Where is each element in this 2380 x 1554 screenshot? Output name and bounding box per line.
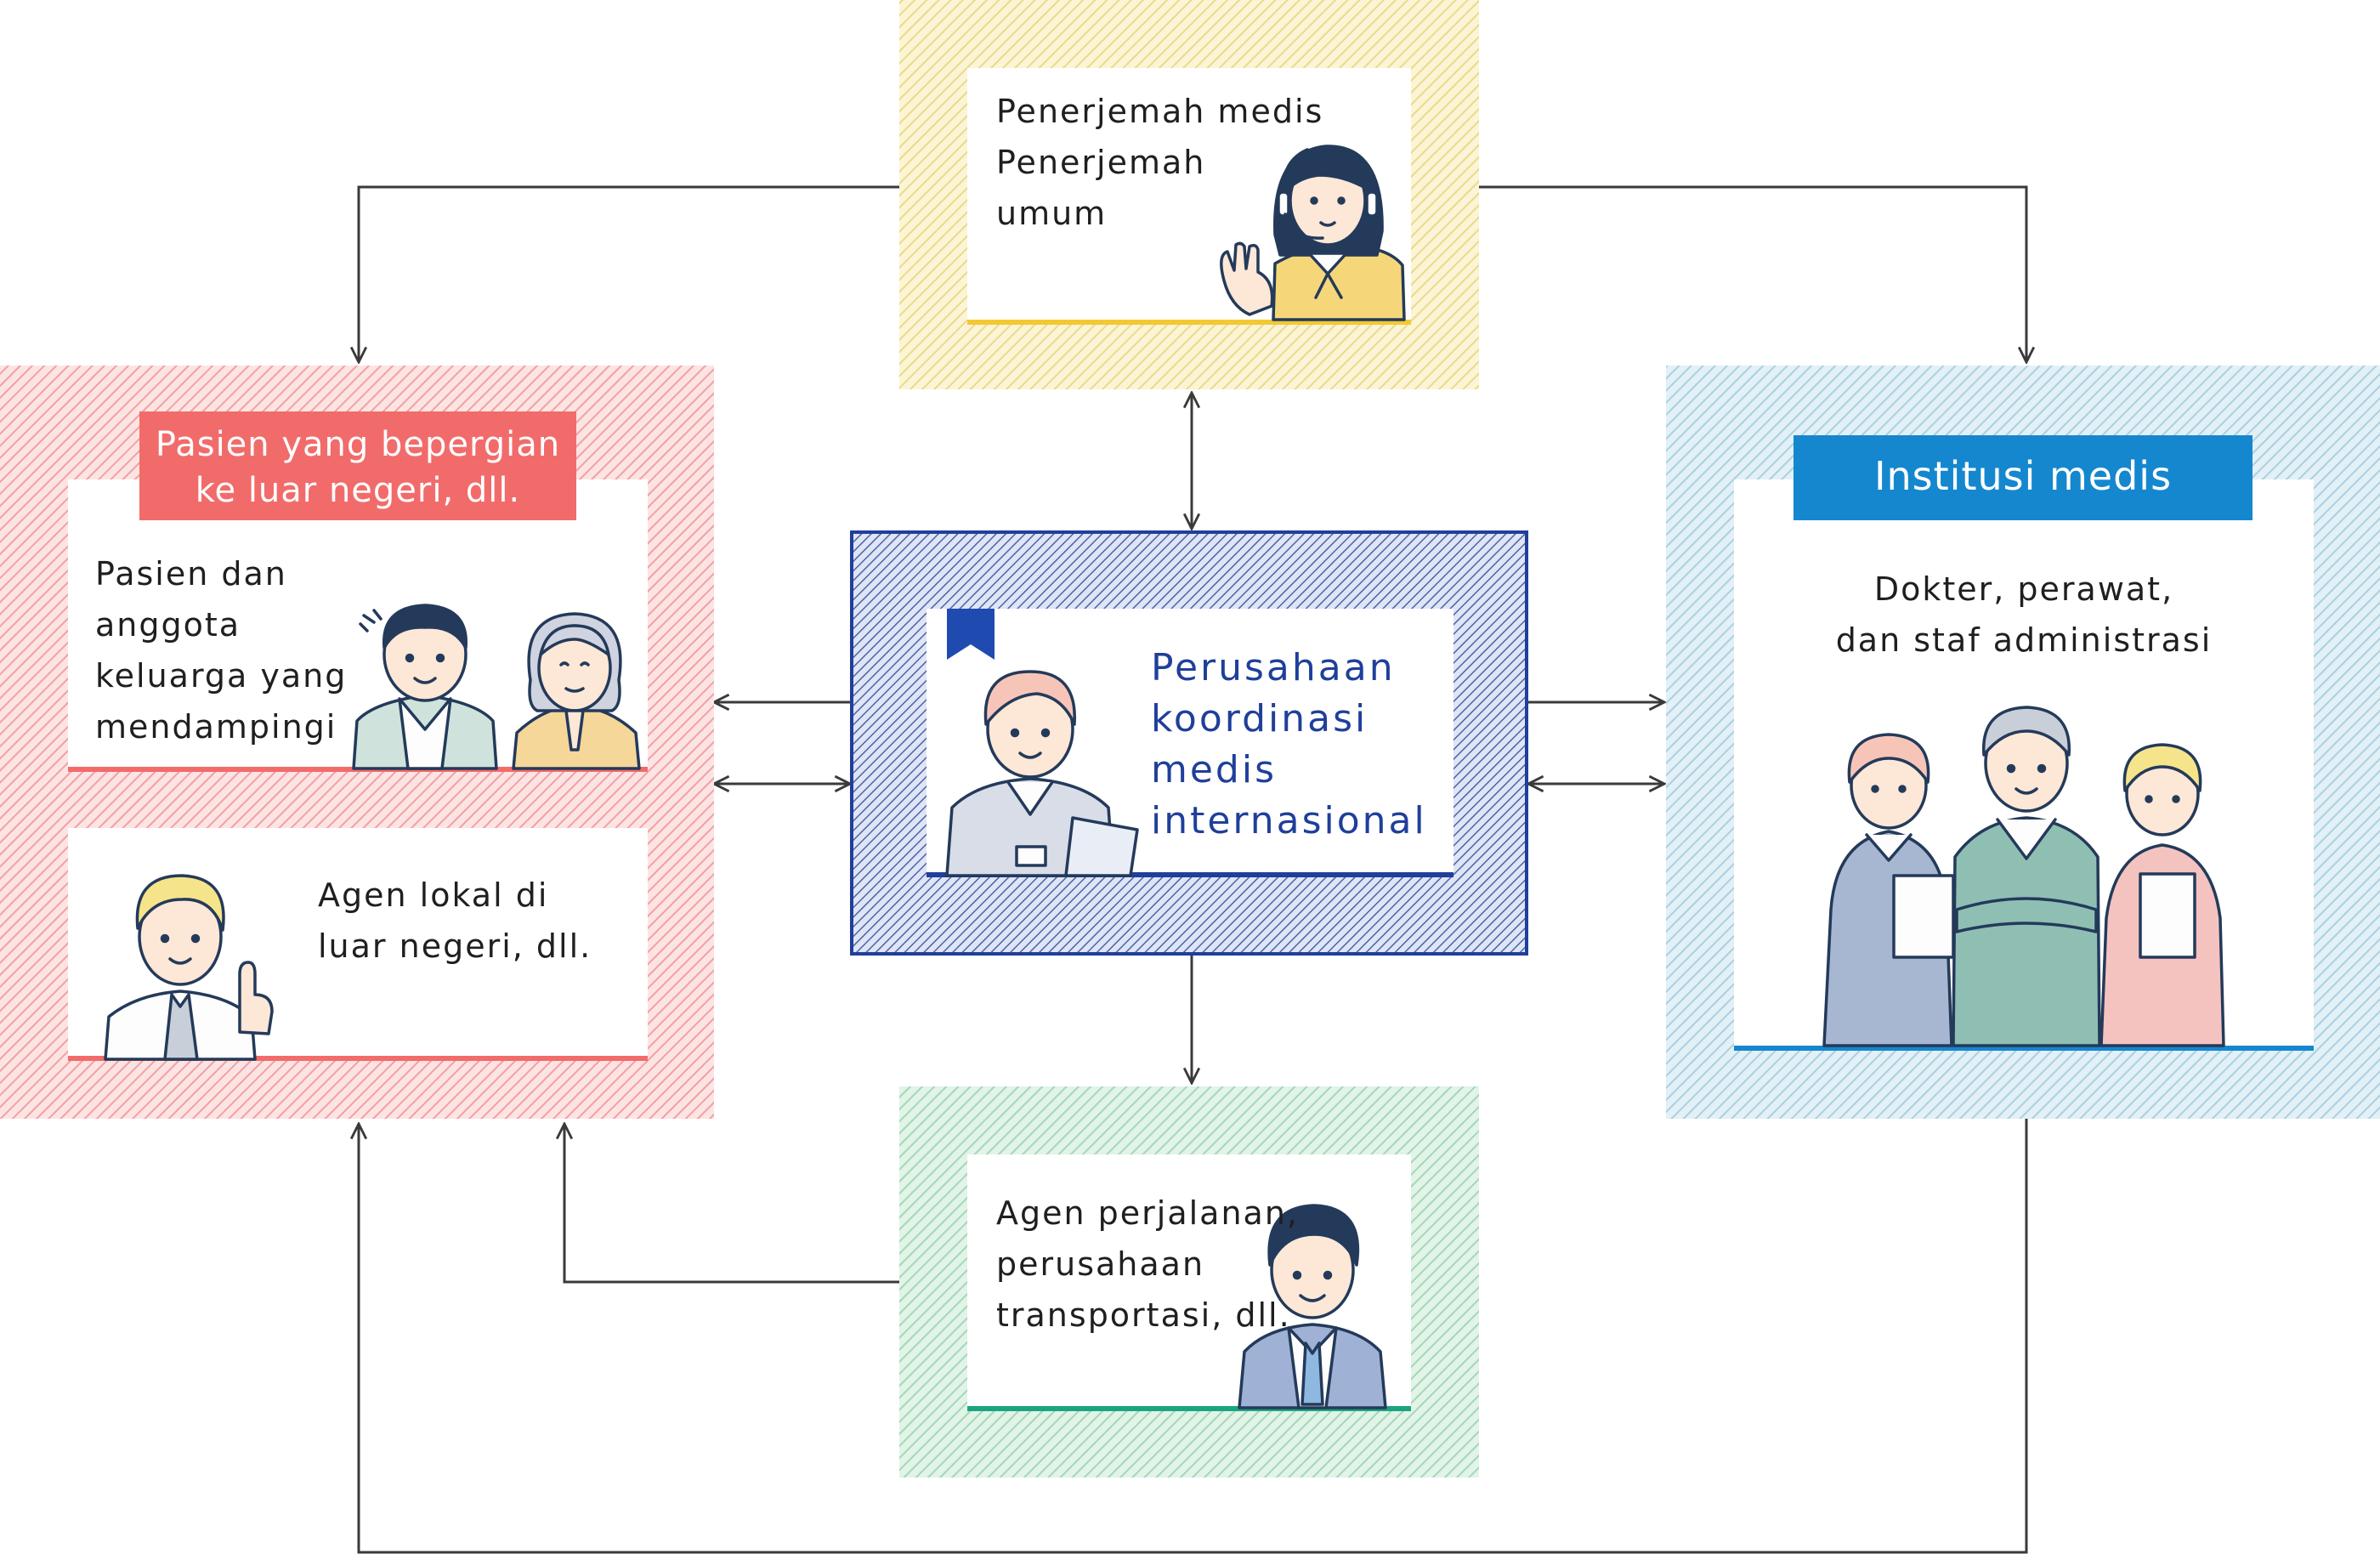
- travel-line-3: transportasi, dll.: [996, 1296, 1291, 1334]
- patient-header-line-2: ke luar negeri, dll.: [196, 471, 520, 510]
- patient-header-tag: [139, 411, 576, 520]
- arrow-travel-to-patients: [564, 1124, 899, 1284]
- institution-text-line-1: Dokter, perawat,: [1874, 570, 2173, 608]
- patient-header-line-1: Pasien yang bepergian: [156, 425, 560, 464]
- bookmark-icon: [947, 609, 994, 660]
- patient-group: Pasien yang bepergian ke luar negeri, dl…: [0, 366, 714, 1119]
- institution-card-underline: [1734, 1046, 2314, 1051]
- coordinator-card-underline: [926, 872, 1454, 877]
- translator-card-underline: [967, 320, 1411, 325]
- coordinator-group: Perusahaan koordinasi medis internasiona…: [850, 530, 1528, 956]
- patients-text-line-3: keluarga yang: [95, 657, 347, 695]
- arrow-translator-to-institution: [1479, 185, 2026, 362]
- institution-header: Institusi medis: [1874, 453, 2172, 499]
- patient-man-illustration: [352, 604, 498, 770]
- patients-text-line-4: mendampingi: [95, 708, 337, 746]
- travel-group: Agen perjalanan, perusahaan transportasi…: [899, 1086, 1479, 1477]
- local-agent-illustration: [104, 874, 274, 1061]
- travel-line-2: perusahaan: [996, 1245, 1204, 1283]
- coordinator-line-3: medis: [1151, 748, 1277, 791]
- arrow-translator-to-patients: [359, 185, 899, 362]
- arrow-institution-to-patients: [359, 1119, 2028, 1554]
- agent-text-line-2: luar negeri, dll.: [318, 927, 592, 965]
- institution-text-line-2: dan staf administrasi: [1836, 621, 2213, 659]
- coordinator-line-1: Perusahaan: [1151, 646, 1396, 689]
- patient-woman-illustration: [512, 612, 641, 770]
- translator-line-2: Penerjemah: [996, 144, 1205, 181]
- travel-card-underline: [967, 1406, 1411, 1411]
- agent-card-underline: [68, 1056, 648, 1061]
- patients-text-line-2: anggota: [95, 606, 241, 644]
- institution-group: Institusi medis Dokter, perawat, dan sta…: [1666, 366, 2380, 1119]
- translator-group: Penerjemah medis Penerjemah umum: [899, 0, 1479, 389]
- patients-text-line-1: Pasien dan: [95, 555, 287, 593]
- translator-line-1: Penerjemah medis: [996, 93, 1323, 130]
- connectors: [359, 185, 2028, 1554]
- coordinator-line-4: internasional: [1151, 799, 1427, 842]
- coordinator-line-2: koordinasi: [1151, 697, 1368, 740]
- medical-staff-illustration: [1822, 706, 2225, 1047]
- coordinator-person-illustration: [945, 670, 1139, 877]
- agent-text-line-1: Agen lokal di: [318, 876, 548, 914]
- travel-line-1: Agen perjalanan,: [996, 1194, 1299, 1232]
- translator-person-illustration: [1220, 145, 1406, 321]
- institution-header-tag: [1794, 435, 2252, 520]
- translator-line-3: umum: [996, 195, 1107, 232]
- travel-agent-illustration: [1238, 1204, 1387, 1409]
